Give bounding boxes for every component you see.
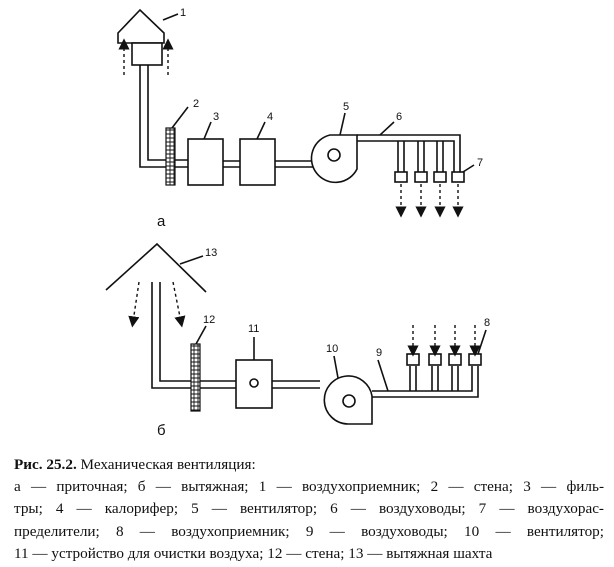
wall-2 (165, 127, 176, 186)
label-8: 8 (484, 317, 490, 329)
sublabel-b: б (157, 422, 166, 439)
air-intakes-8 (406, 325, 482, 366)
air-cleaner-11 (235, 359, 273, 409)
air-distributors-7 (394, 171, 465, 218)
label-10: 10 (326, 343, 338, 355)
sublabel-a: а (157, 213, 166, 230)
heater-4 (239, 138, 276, 186)
caption-line: 11 — устройство для очистки воздуха; 12 … (14, 544, 493, 562)
diagram-a: 1 2 3 4 5 6 (117, 7, 483, 230)
caption-title: Рис. 25.2. Механическая вентиляция: (14, 454, 604, 476)
label-13: 13 (205, 247, 217, 259)
wall-12 (190, 343, 201, 412)
label-2: 2 (193, 98, 199, 110)
figure-caption: Рис. 25.2. Механическая вентиляция: а — … (14, 454, 604, 565)
label-9: 9 (376, 347, 382, 359)
fan-10 (323, 375, 373, 425)
diagram-b: 13 12 11 10 9 (105, 242, 490, 439)
caption-line: пределители; 8 — воздухоприемник; 9 — во… (14, 522, 604, 540)
label-11: 11 (248, 323, 259, 335)
caption-line: а — приточная; б — вытяжная; 1 — воздухо… (14, 478, 604, 496)
label-5: 5 (343, 101, 349, 113)
label-12: 12 (203, 314, 215, 326)
label-3: 3 (213, 111, 219, 123)
label-4: 4 (267, 111, 273, 123)
figure-label: Рис. 25.2. (14, 456, 77, 473)
caption-line: тры; 4 — калорифер; 5 — вентилятор; 6 — … (14, 500, 604, 518)
label-7: 7 (477, 157, 483, 169)
figure-title: Механическая вентиляция: (76, 456, 256, 473)
filters-3 (187, 138, 224, 186)
exhaust-shaft-13 (105, 242, 207, 328)
fan-5 (310, 134, 358, 184)
label-1: 1 (180, 7, 186, 19)
air-intake-1 (117, 8, 174, 75)
ventilation-diagram: 1 2 3 4 5 6 (105, 7, 490, 439)
label-6: 6 (396, 111, 402, 123)
